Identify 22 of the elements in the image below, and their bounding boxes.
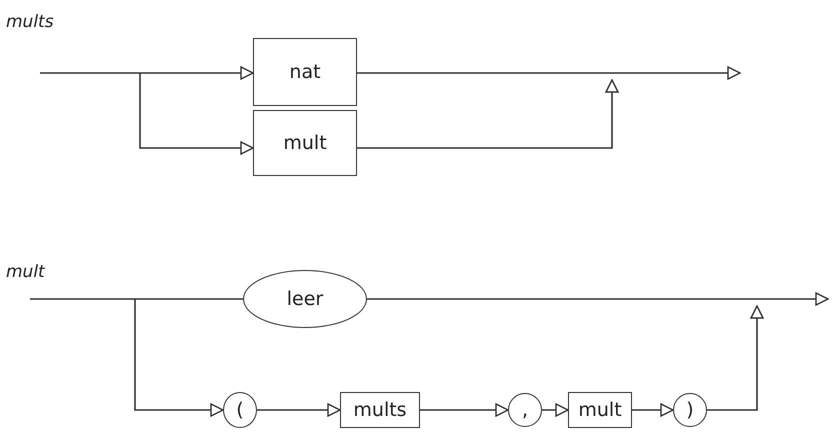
nonterminal-box: mults [340,392,420,428]
terminal-circle: ( [223,392,257,428]
terminal-circle: , [508,393,542,427]
arrow [420,403,509,417]
arrow [357,66,741,80]
terminal-ellipse: leer [243,270,367,328]
arrow [632,403,674,417]
nonterminal-box: nat [253,38,357,106]
arrow [134,299,224,417]
arrow [707,305,764,411]
rule-name: mult [6,262,45,282]
line [30,298,243,300]
nonterminal-box: mult [253,110,357,176]
arrow [367,292,829,306]
terminal-circle: ) [673,393,707,427]
nonterminal-box: mult [568,392,632,428]
arrow [40,66,254,80]
arrow [357,79,619,149]
arrow [139,73,254,155]
arrow [257,403,341,417]
rule-name: mults [6,12,54,32]
arrow [542,403,569,417]
